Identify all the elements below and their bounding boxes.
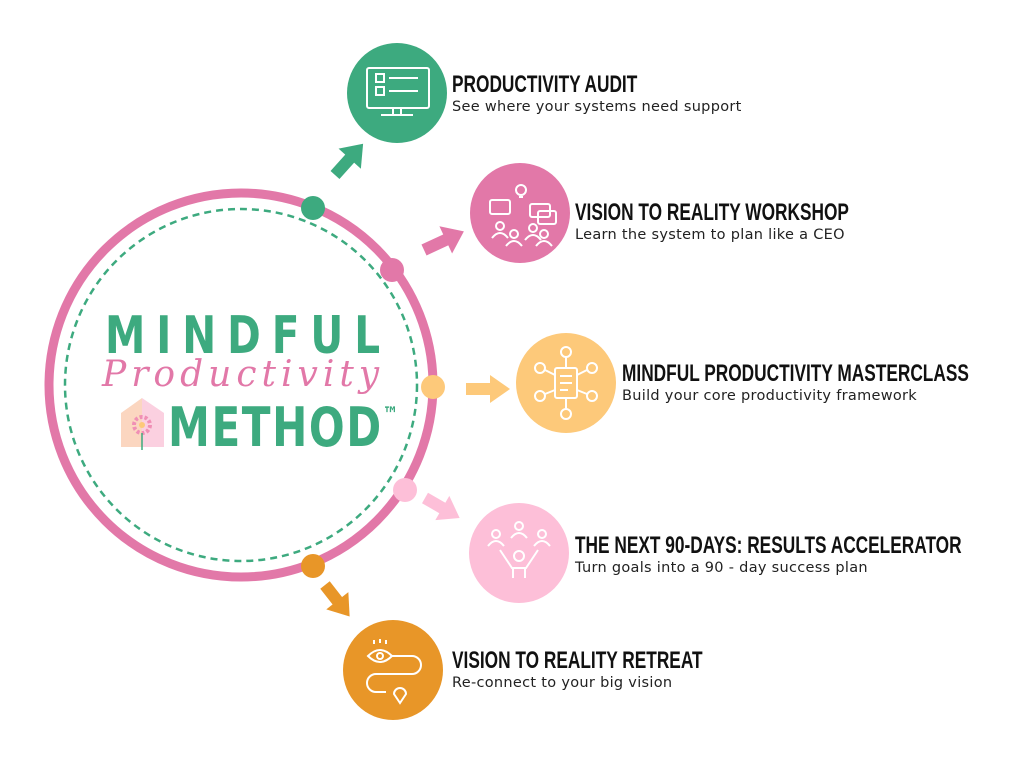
logo-method: METHOD™ [168,396,400,459]
inner-dashed-ring [63,207,419,563]
logo-mindful: MINDFUL [105,306,392,366]
step-vision-retreat: VISION TO REALITY RETREAT Re-connect to … [452,648,800,692]
step-subtitle: Build your core productivity framework [622,388,918,404]
framework-network-icon [516,333,616,433]
arrow-audit [330,143,364,180]
logo-house-flower-icon [121,398,164,450]
dot-retreat [301,554,325,578]
team-success-icon [469,503,569,603]
logo-trademark: ™ [382,402,400,426]
step-subtitle: Re-connect to your big vision [452,675,673,691]
step-title: THE NEXT 90-DAYS: RESULTS ACCELERATOR [575,532,962,559]
arrow-retreat [320,581,350,617]
step-masterclass: MINDFUL PRODUCTIVITY MASTERCLASS Build y… [622,361,1024,405]
group-ideas-icon [470,163,570,263]
logo-productivity: Productivity [102,354,385,395]
step-subtitle: Learn the system to plan like a CEO [575,227,845,243]
step-productivity-audit: PRODUCTIVITY AUDIT See where your system… [452,72,742,116]
step-results-accelerator: THE NEXT 90-DAYS: RESULTS ACCELERATOR Tu… [575,533,1024,577]
arrow-workshop [421,226,464,256]
step-title: VISION TO REALITY RETREAT [452,647,703,674]
step-title: MINDFUL PRODUCTIVITY MASTERCLASS [622,360,969,387]
arrow-masterclass [466,375,510,403]
logo-method-text: METHOD [168,396,383,459]
step-title: PRODUCTIVITY AUDIT [452,71,638,98]
dot-accelerator [393,478,417,502]
arrow-accelerator [422,492,460,521]
computer-checklist-icon [347,43,447,143]
step-vision-workshop: VISION TO REALITY WORKSHOP Learn the sys… [575,200,955,244]
dot-workshop [380,258,404,282]
step-title: VISION TO REALITY WORKSHOP [575,199,849,226]
dot-audit [301,196,325,220]
vision-path-icon [343,620,443,720]
step-subtitle: See where your systems need support [452,99,742,115]
step-subtitle: Turn goals into a 90 - day success plan [575,560,868,576]
dot-masterclass [421,375,445,399]
